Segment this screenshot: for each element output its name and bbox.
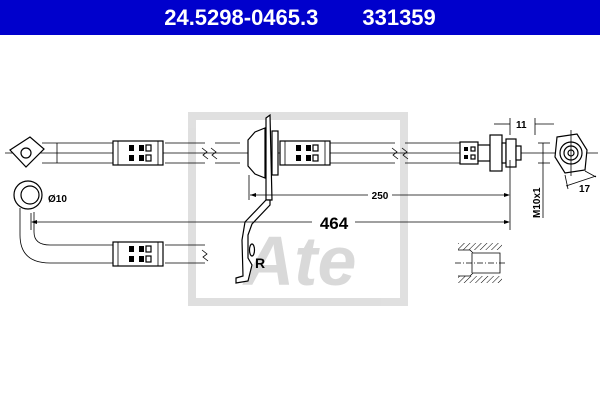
section-detail	[455, 243, 505, 283]
break-mark	[201, 249, 209, 262]
bracket-plate	[265, 113, 273, 201]
upper-hose	[9, 113, 522, 201]
hose-fitting	[112, 241, 164, 267]
lower-hose	[13, 180, 209, 267]
technical-drawing: Ate 17	[5, 112, 598, 306]
break-mark	[391, 147, 409, 160]
threaded-end-fitting	[459, 134, 522, 172]
hex-nut	[489, 134, 503, 172]
svg-text:Ate: Ate	[242, 222, 357, 300]
part-number: 24.5298-0465.3	[164, 4, 319, 30]
dim-hex-width: 11	[516, 120, 527, 131]
bracket-mark: R	[255, 255, 265, 271]
dim-overall-line	[30, 213, 510, 230]
hose-fitting	[112, 140, 164, 166]
ref-number: 331359	[362, 4, 436, 30]
hose-fitting	[279, 140, 331, 166]
dim-hex-width-line	[494, 118, 554, 135]
dim-thread-line	[538, 142, 550, 218]
dim-thread: M10x1	[532, 187, 543, 218]
dim-overall-length: 464	[320, 214, 349, 233]
dim-bracket-line	[248, 160, 511, 230]
hex-end-view	[554, 130, 597, 190]
break-mark	[201, 147, 218, 160]
dim-bracket-distance: 250	[372, 191, 389, 202]
bracket-hole	[248, 243, 256, 257]
ate-logo-watermark: Ate	[188, 112, 408, 306]
dim-wrench-size: 17	[579, 184, 591, 195]
title-bar: 24.5298-0465.3 331359	[0, 0, 600, 35]
dim-banjo-diameter: Ø10	[48, 194, 67, 205]
bracket-foot	[235, 199, 271, 284]
